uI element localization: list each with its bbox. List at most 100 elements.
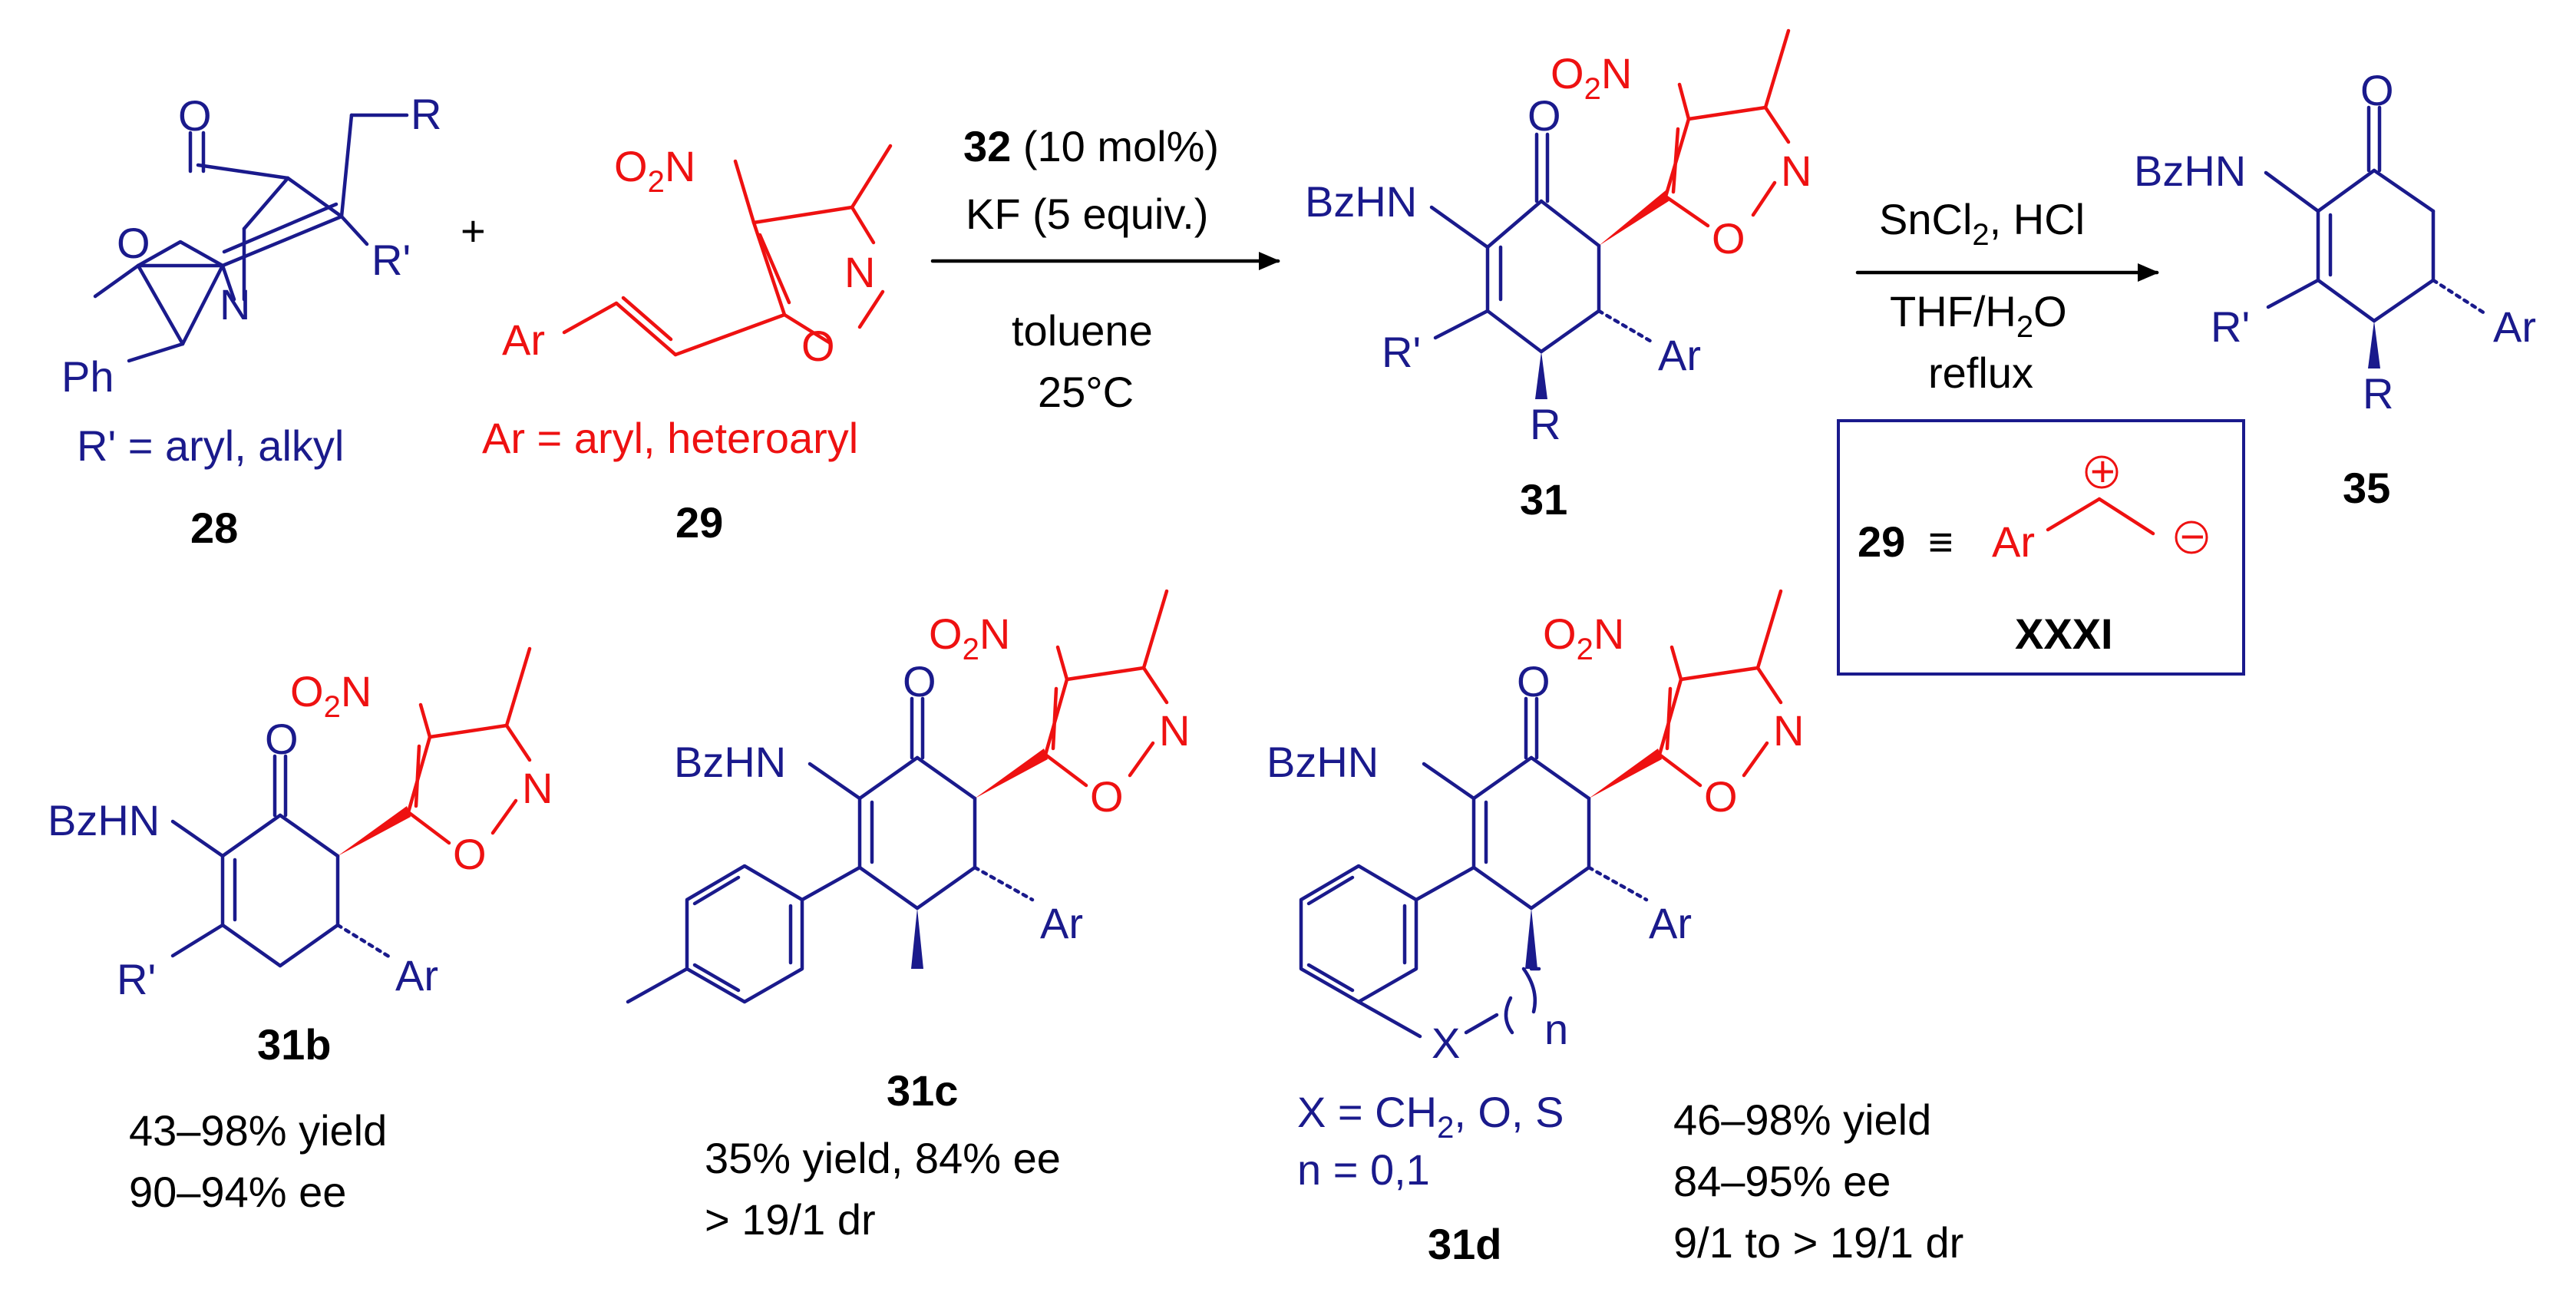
atom-n: N: [844, 248, 875, 296]
bond: [1529, 865, 1591, 910]
bond: [220, 214, 344, 268]
bond: [807, 762, 862, 801]
bond: [220, 813, 282, 858]
compound-31d: O2N N O O BzHN Ar X n X = CH2, O, S n = …: [1267, 589, 1963, 1268]
compound-id-29: 29: [675, 498, 723, 547]
bond: [286, 176, 344, 219]
atom-o: O: [117, 219, 150, 267]
condition-29: Ar = aryl, heteroaryl: [482, 414, 858, 462]
atom-ar: Ar: [1992, 517, 2035, 566]
anion-charge-sign: −: [2180, 512, 2205, 560]
bond: [1433, 309, 1490, 340]
bond: [2316, 168, 2376, 213]
atom-rp: R': [117, 955, 156, 1003]
bond: [339, 113, 354, 219]
bond: [1686, 105, 1768, 121]
wedge-bond: [2368, 321, 2380, 368]
equivalence-sign: ≡: [1928, 517, 1953, 566]
atom-o: O: [1712, 214, 1745, 263]
bond: [1464, 1013, 1499, 1035]
atom-o: O: [178, 91, 212, 140]
atom-bzhn: BzHN: [2134, 147, 2246, 195]
bond: [2264, 170, 2320, 213]
bond: [733, 159, 756, 225]
bond: [857, 755, 920, 801]
atom-ar: Ar: [395, 951, 438, 1000]
bond: [1356, 1000, 1422, 1039]
compound-35: O BzHN R' R Ar 35: [2134, 66, 2536, 512]
synthon-lhs: 29: [1858, 517, 1905, 566]
bond: [428, 723, 509, 739]
atom-ar: Ar: [2493, 302, 2536, 351]
wedge-bond: [1589, 748, 1662, 798]
bond: [621, 296, 673, 342]
bond: [751, 205, 854, 225]
compound-id-31d: 31d: [1428, 1220, 1502, 1268]
atom-n: N: [1773, 706, 1804, 755]
bond: [1539, 309, 1601, 354]
bond: [93, 263, 140, 299]
base-label: KF (5 equiv.): [966, 190, 1208, 238]
atom-ar: Ar: [1658, 331, 1701, 379]
nitro-group: O2N: [290, 667, 372, 724]
atom-o: O: [801, 322, 835, 370]
bond: [1051, 686, 1058, 751]
bond: [278, 813, 340, 858]
catalyst-label: 32 (10 mol%): [963, 122, 1219, 170]
bond: [2316, 278, 2376, 323]
nitro-group: O2N: [1543, 610, 1624, 666]
cation-charge: [2085, 455, 2119, 489]
wedge-bond: [338, 806, 411, 856]
compound-31: O2N N O O BzHN R' R Ar 31: [1305, 28, 1811, 524]
bond: [339, 214, 369, 246]
bond: [1043, 752, 1088, 788]
atom-o: O: [903, 657, 936, 706]
bond: [490, 798, 518, 835]
bond: [1679, 666, 1760, 682]
cation-charge-sign: +: [2090, 447, 2115, 495]
nitro-group: O2N: [929, 610, 1010, 666]
bond: [1763, 105, 1791, 144]
bond: [1657, 752, 1702, 788]
bond: [1065, 666, 1146, 682]
bond: [2372, 168, 2436, 213]
bond: [758, 233, 791, 305]
bond: [782, 312, 831, 345]
bond: [915, 865, 977, 910]
bond: [857, 865, 920, 910]
reaction-arrow-1: 32 (10 mol%) KF (5 equiv.) toluene 25°C: [930, 122, 1280, 416]
bond: [1306, 963, 1355, 993]
bond: [136, 263, 185, 346]
bond: [1677, 82, 1691, 121]
bond: [196, 163, 290, 180]
compound-id-35: 35: [2343, 464, 2390, 512]
hash-bond: [2431, 278, 2489, 317]
wedge-bond: [911, 908, 923, 969]
bond: [1306, 875, 1355, 906]
bond: [220, 263, 236, 302]
compound-31c: O2N N O O BzHN Ar 31c 35% yield, 84% ee …: [626, 589, 1190, 1244]
result-line: 84–95% ee: [1673, 1157, 1891, 1205]
result-line: 90–94% ee: [129, 1168, 346, 1216]
atom-r: R: [411, 90, 441, 138]
bond: [614, 301, 678, 357]
compound-31b: O2N N O O BzHN R' Ar 31b 43–98% yield 90…: [48, 646, 553, 1216]
bond: [1665, 686, 1673, 751]
bond: [1141, 589, 1169, 670]
bond: [414, 744, 421, 808]
atom-r: R: [2363, 369, 2393, 418]
bond: [1663, 194, 1710, 228]
bond: [418, 702, 432, 739]
bond: [170, 923, 225, 958]
reagent-label: SnCl2, HCl: [1879, 195, 2085, 252]
compound-id-28: 28: [190, 504, 238, 552]
ring-bracket-close: [1521, 967, 1537, 1014]
bond: [692, 963, 741, 993]
bond: [626, 967, 689, 1004]
bond: [1471, 865, 1534, 910]
synthon-box: 29 ≡ Ar + − XXXI: [1837, 419, 2245, 676]
nitro-group: O2N: [1551, 49, 1632, 106]
atom-rp: R': [372, 236, 411, 284]
bond: [1671, 127, 1680, 194]
